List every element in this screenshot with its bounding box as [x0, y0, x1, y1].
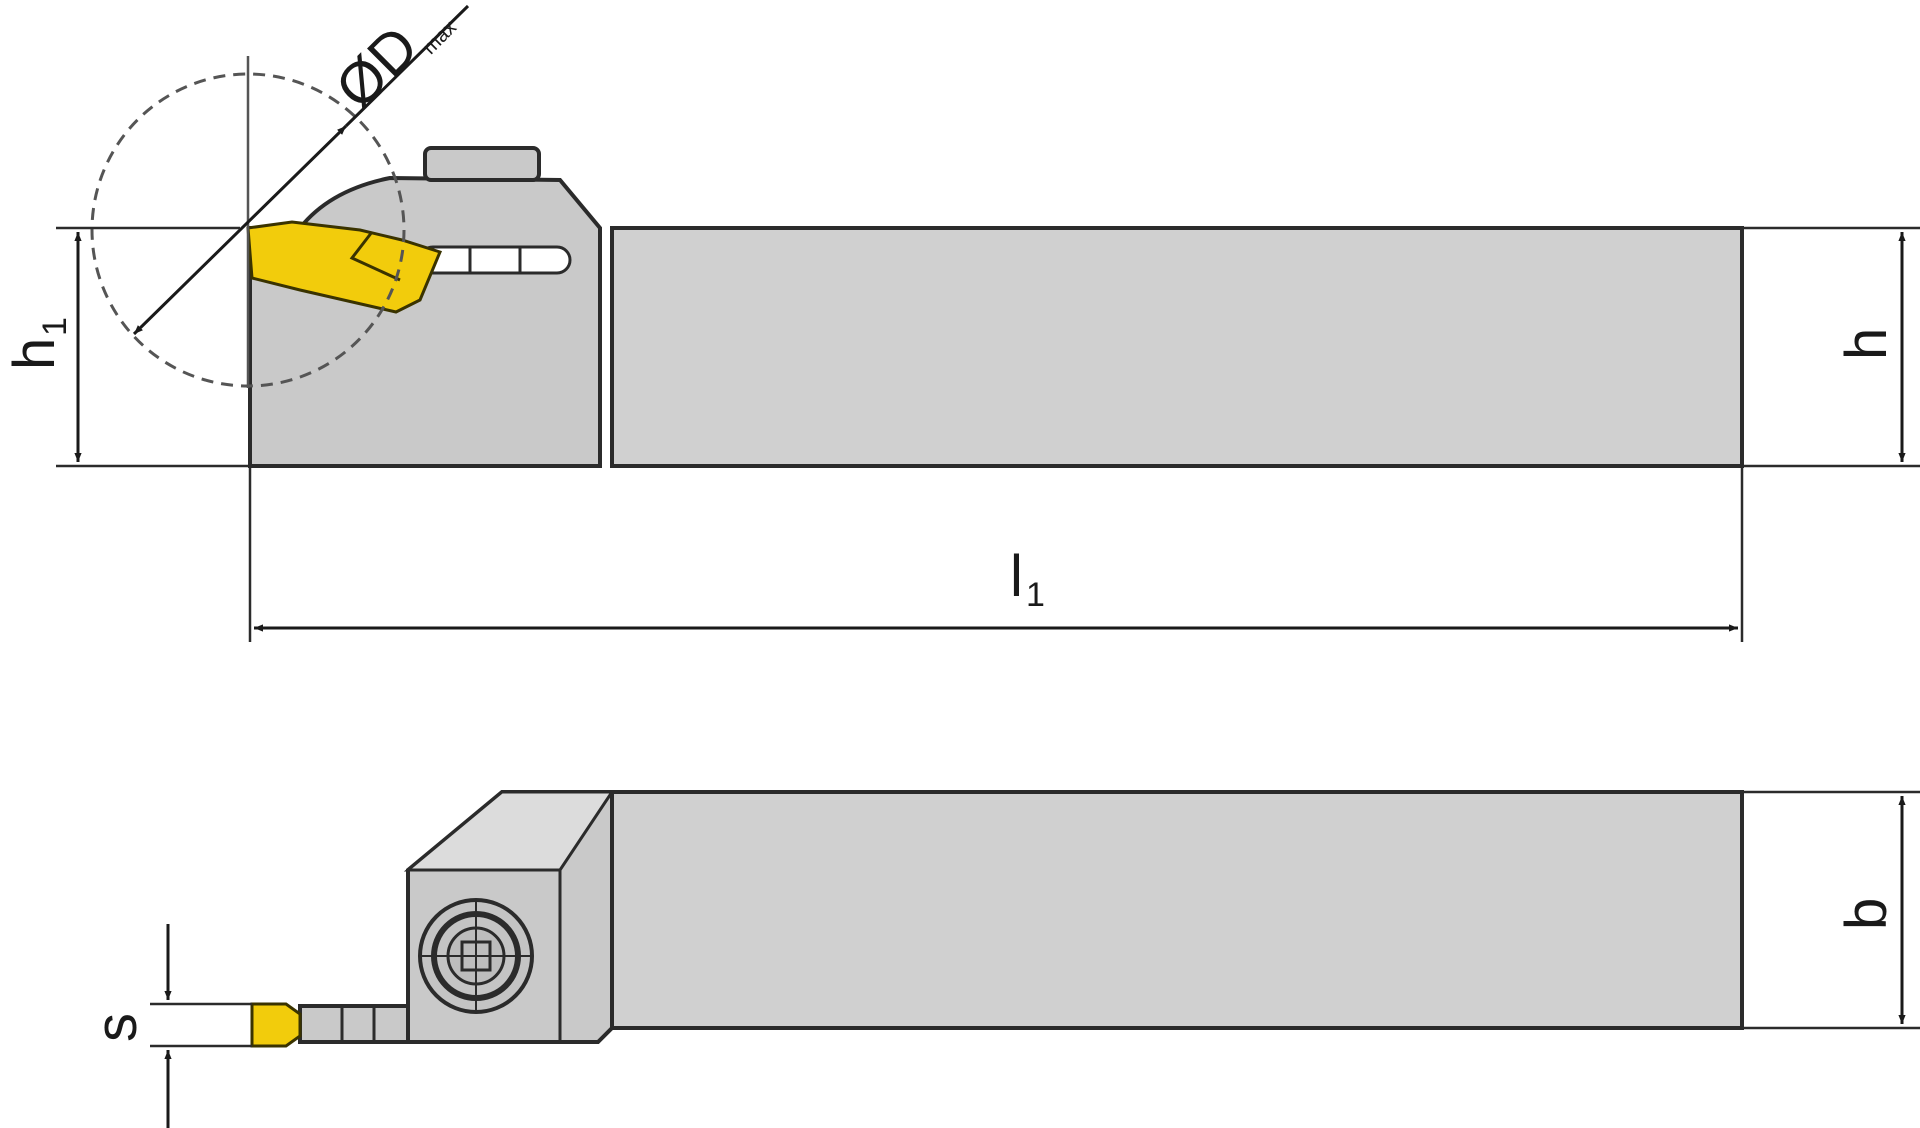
diameter-label-group: ØD max: [323, 14, 461, 121]
s-label-group: s: [84, 1013, 149, 1042]
l1-label: l: [1010, 544, 1023, 609]
h-label-group: h: [1834, 328, 1899, 360]
insert-groove-line: [349, 231, 401, 282]
clamp-block: [423, 146, 541, 182]
head-side: [248, 175, 602, 468]
diameter-leader: [344, 4, 470, 128]
l1-sub-label: 1: [1026, 576, 1045, 614]
h1-sub-label: 1: [36, 317, 74, 336]
clamp-screw: [418, 245, 572, 275]
h-label: h: [1834, 328, 1899, 360]
s-label: s: [84, 1013, 149, 1042]
b-label-group: b: [1834, 898, 1899, 930]
grooving-insert-top: [250, 1002, 302, 1048]
top-view: s b: [84, 790, 1920, 1128]
side-view: ØD max h 1 h l 1: [2, 4, 1920, 642]
shank-side: [610, 226, 1744, 468]
blade-top: [298, 1004, 410, 1044]
b-label: b: [1834, 898, 1899, 930]
shank-top: [610, 790, 1744, 1030]
diameter-sub-label: max: [419, 17, 461, 59]
diameter-dimension-line: [132, 124, 348, 336]
h1-label-group: h 1: [2, 317, 74, 370]
diameter-label: ØD: [323, 14, 430, 121]
h1-label: h: [2, 338, 67, 370]
